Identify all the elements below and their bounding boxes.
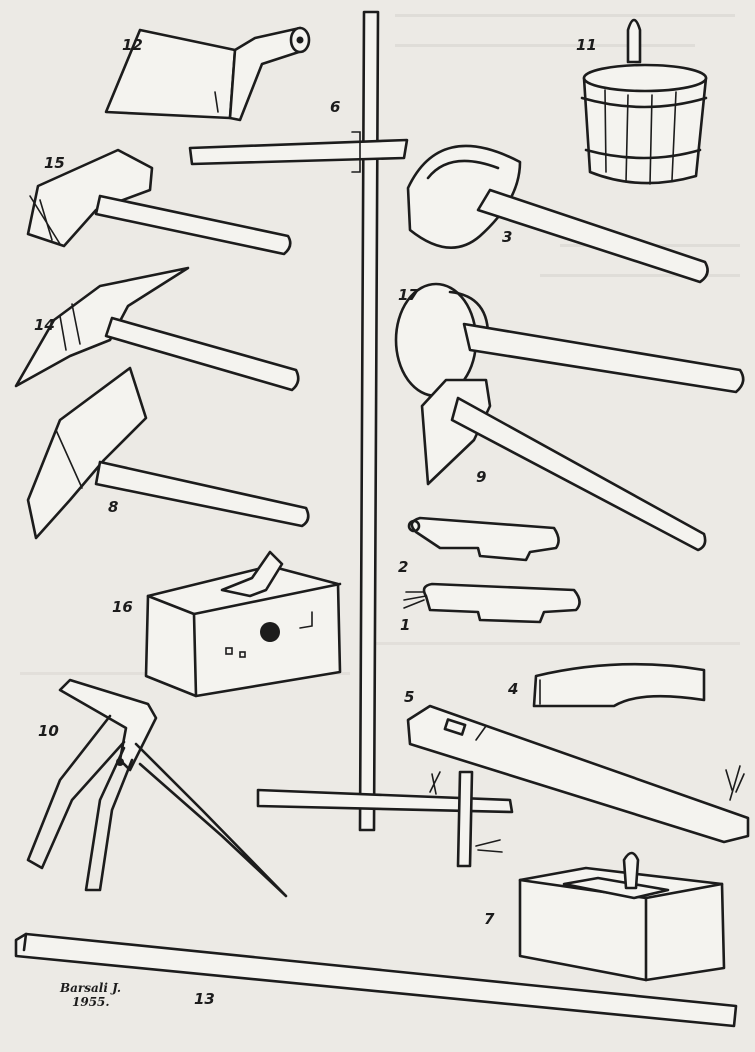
label-13: 13 bbox=[194, 990, 215, 1008]
label-6: 6 bbox=[330, 98, 340, 116]
label-7: 7 bbox=[484, 910, 495, 928]
label-9: 9 bbox=[476, 468, 486, 486]
label-3: 3 bbox=[502, 228, 512, 246]
label-15: 15 bbox=[44, 154, 65, 172]
label-12: 12 bbox=[122, 36, 143, 54]
tool-13-straightedge bbox=[14, 932, 738, 1028]
tool-4-curved-block bbox=[532, 662, 706, 708]
label-16: 16 bbox=[112, 598, 133, 616]
tool-3-mallet bbox=[406, 144, 709, 284]
signature-name: Barsali J. bbox=[59, 981, 121, 995]
label-1: 1 bbox=[400, 616, 410, 634]
tool-12-spatula bbox=[104, 26, 311, 122]
tool-6-stand-pole bbox=[188, 10, 409, 832]
label-8: 8 bbox=[108, 498, 118, 516]
label-4: 4 bbox=[507, 680, 518, 698]
tool-9-adze-hammer bbox=[420, 378, 707, 552]
tool-10-tongs bbox=[26, 678, 288, 898]
artist-signature: Barsali J. 1955. bbox=[59, 981, 121, 1009]
label-2: 2 bbox=[398, 558, 408, 576]
label-11: 11 bbox=[576, 36, 597, 54]
tool-15-hammer bbox=[26, 148, 292, 256]
tool-17-round-mallet bbox=[394, 282, 745, 398]
label-17: 17 bbox=[398, 286, 419, 304]
label-14: 14 bbox=[34, 316, 55, 334]
tool-7-box bbox=[518, 851, 726, 982]
signature-year: 1955. bbox=[72, 995, 110, 1009]
tool-14-pick-hammer bbox=[14, 266, 300, 392]
label-5: 5 bbox=[404, 688, 414, 706]
stand-base bbox=[256, 770, 514, 868]
label-10: 10 bbox=[38, 722, 59, 740]
tool-5-long-board bbox=[406, 704, 750, 844]
tool-11-bucket bbox=[580, 18, 708, 185]
tool-2-notched-piece bbox=[407, 516, 560, 562]
tool-8-axe-hammer bbox=[26, 366, 310, 540]
number-labels: 12 11 6 15 3 17 14 9 8 2 16 1 4 5 10 7 1… bbox=[34, 36, 597, 1008]
tool-16-wood-plane bbox=[144, 550, 342, 698]
tool-1-notched-piece bbox=[403, 582, 581, 624]
